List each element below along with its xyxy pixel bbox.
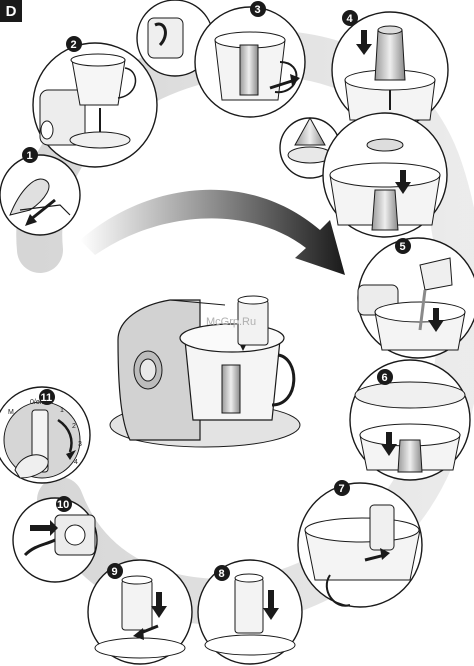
- step-4-badge: 4: [347, 13, 354, 25]
- step-8-panel: [197, 559, 303, 665]
- step-10-badge: 10: [57, 499, 69, 511]
- step-4-panel: [331, 11, 449, 129]
- dial-label-3: 3: [78, 441, 82, 448]
- step-5-badge: 5: [400, 241, 406, 253]
- step-6-badge: 6: [382, 372, 388, 384]
- step-2-badge: 2: [71, 39, 77, 51]
- step-11-badge: 11: [41, 392, 53, 404]
- step-2-panel: [32, 42, 158, 168]
- step-8-badge: 8: [219, 568, 225, 580]
- dial-label-2: 2: [72, 423, 76, 430]
- dial-label-4: 4: [74, 459, 78, 466]
- step-3-detail-panel: [136, 0, 214, 77]
- step-10-panel: [12, 497, 98, 583]
- step-7-badge: 7: [339, 483, 345, 495]
- step-5-panel: [357, 237, 474, 359]
- step-3-panel: [194, 6, 306, 118]
- section-label: D: [0, 0, 22, 22]
- step-1-badge: 1: [27, 150, 33, 162]
- step-9-panel: [87, 559, 193, 665]
- center-curved-arrow: [80, 189, 345, 275]
- step-6-panel: [349, 359, 471, 481]
- step-3-badge: 3: [255, 4, 261, 16]
- step-badges: 1 2 3 4 5 6 7 8 9 10 11: [22, 1, 411, 581]
- step-11-panel: M 0/off 1 2 3 4: [0, 386, 91, 484]
- step-7-panel: [297, 482, 423, 608]
- dial-label-1: 1: [60, 407, 64, 414]
- step-9-badge: 9: [112, 566, 118, 578]
- dial-label-off: 0/off: [30, 399, 44, 406]
- step-1-panel: [0, 154, 81, 236]
- food-processor-illustration: [109, 295, 301, 448]
- dial-label-m: M: [8, 409, 14, 416]
- step-4-bowl-panel: [322, 112, 448, 238]
- watermark-text: McGrp.Ru: [206, 316, 257, 328]
